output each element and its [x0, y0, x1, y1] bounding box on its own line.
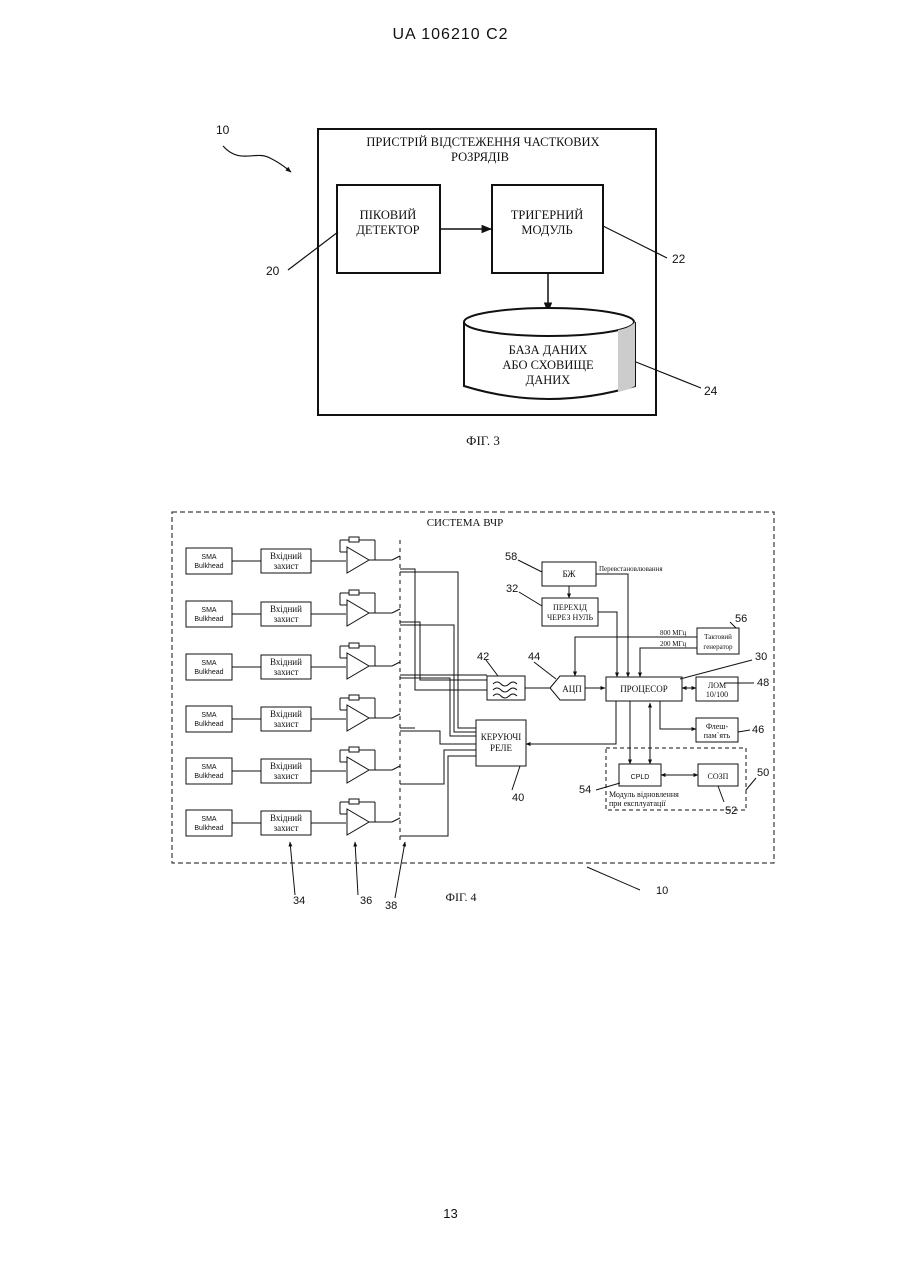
ref-34: 34 — [293, 895, 305, 907]
cpld-label: CPLD — [631, 774, 650, 781]
freq-800-label: 800 МГц — [660, 629, 687, 637]
protect-label-2: Вхідний — [270, 604, 302, 614]
freq-200-label: 200 МГц — [660, 640, 687, 648]
flash-label-2: пам`ять — [704, 731, 731, 740]
sma-label-4: SMA — [201, 712, 217, 719]
relay-label-1: КЕРУЮЧІ — [481, 732, 521, 742]
protect-label-1: Вхідний — [270, 551, 302, 561]
ref-24: 24 — [704, 384, 718, 398]
page-number: 13 — [0, 1206, 901, 1221]
sma-label-2: SMA — [201, 607, 217, 614]
sma-label-3: SMA — [201, 660, 217, 667]
protect-label-3b: захист — [274, 667, 299, 677]
sma-label-5: SMA — [201, 764, 217, 771]
ref-30: 30 — [755, 651, 767, 663]
lan-label-2: 10/100 — [706, 690, 728, 699]
ref-36: 36 — [360, 895, 372, 907]
ref-54: 54 — [579, 784, 591, 796]
ref-56: 56 — [735, 613, 747, 625]
filter-box — [487, 676, 525, 700]
ref-20: 20 — [266, 264, 280, 278]
peak-detector-label-2: ДЕТЕКТОР — [356, 223, 419, 237]
ref-22: 22 — [672, 252, 686, 266]
zero-crossing-label-2: ЧЕРЕЗ НУЛЬ — [547, 613, 593, 622]
protect-label-6: Вхідний — [270, 813, 302, 823]
clock-label-1: Тактовий — [704, 633, 732, 641]
ref-10-fig4: 10 — [656, 885, 668, 897]
sma-label-2b: Bulkhead — [194, 616, 223, 623]
protect-label-5: Вхідний — [270, 761, 302, 771]
fig4 — [172, 512, 774, 898]
sma-label-4b: Bulkhead — [194, 721, 223, 728]
protect-label-1b: захист — [274, 561, 299, 571]
processor-label: ПРОЦЕСОР — [620, 684, 668, 694]
fig4-caption: ФІГ. 4 — [445, 890, 476, 904]
ref-52: 52 — [725, 805, 737, 817]
protect-label-4b: захист — [274, 719, 299, 729]
leader-22 — [603, 226, 667, 258]
module-label-2: при експлуатації — [609, 799, 667, 808]
db-label-2: АБО СХОВИЩЕ — [502, 358, 594, 372]
ref-44: 44 — [528, 651, 540, 663]
leader-24 — [636, 362, 701, 388]
protect-label-4: Вхідний — [270, 709, 302, 719]
protect-label-2b: захист — [274, 614, 299, 624]
ref-32: 32 — [506, 583, 518, 595]
sma-label-6: SMA — [201, 816, 217, 823]
sozp-label: СОЗП — [708, 772, 729, 781]
sma-label-5b: Bulkhead — [194, 773, 223, 780]
lan-label-1: ЛОМ — [708, 681, 726, 690]
module-label-1: Модуль відновлення — [609, 790, 679, 799]
ref-50: 50 — [757, 767, 769, 779]
sma-label-3b: Bulkhead — [194, 669, 223, 676]
bzh-label: БЖ — [562, 569, 576, 579]
fig3 — [223, 129, 701, 415]
adc-label: АЦП — [562, 684, 582, 694]
ref-10-fig3: 10 — [216, 123, 230, 137]
flash-label-1: Флеш- — [706, 722, 729, 731]
ref-46: 46 — [752, 724, 764, 736]
clock-label-2: генератор — [703, 643, 733, 651]
relay-label-2: РЕЛЕ — [490, 743, 512, 753]
ref-40: 40 — [512, 792, 524, 804]
leader-20 — [288, 232, 338, 270]
protect-label-5b: захист — [274, 771, 299, 781]
system-title: СИСТЕМА ВЧР — [427, 517, 504, 529]
device-title-line1: ПРИСТРІЙ ВІДСТЕЖЕННЯ ЧАСТКОВИХ — [366, 135, 599, 149]
db-label-1: БАЗА ДАНИХ — [509, 343, 588, 357]
protect-label-3: Вхідний — [270, 657, 302, 667]
trigger-label-1: ТРИГЕРНИЙ — [511, 208, 584, 222]
sma-label-1: SMA — [201, 554, 217, 561]
ref-48: 48 — [757, 677, 769, 689]
peak-detector-label-1: ПІКОВИЙ — [360, 208, 417, 222]
fig3-caption: ФІГ. 3 — [466, 433, 500, 448]
ref-58: 58 — [505, 551, 517, 563]
trigger-label-2: МОДУЛЬ — [521, 223, 572, 237]
ref-38: 38 — [385, 900, 397, 912]
db-label-3: ДАНИХ — [526, 373, 571, 387]
device-title-line2: РОЗРЯДІВ — [451, 150, 509, 164]
sma-label-6b: Bulkhead — [194, 825, 223, 832]
zero-crossing-label-1: ПЕРЕХІД — [553, 603, 587, 612]
sma-label-1b: Bulkhead — [194, 563, 223, 570]
ref-42: 42 — [477, 651, 489, 663]
protect-label-6b: захист — [274, 823, 299, 833]
reset-label: Перевстановлювання — [599, 565, 663, 573]
leader-10 — [223, 146, 291, 172]
